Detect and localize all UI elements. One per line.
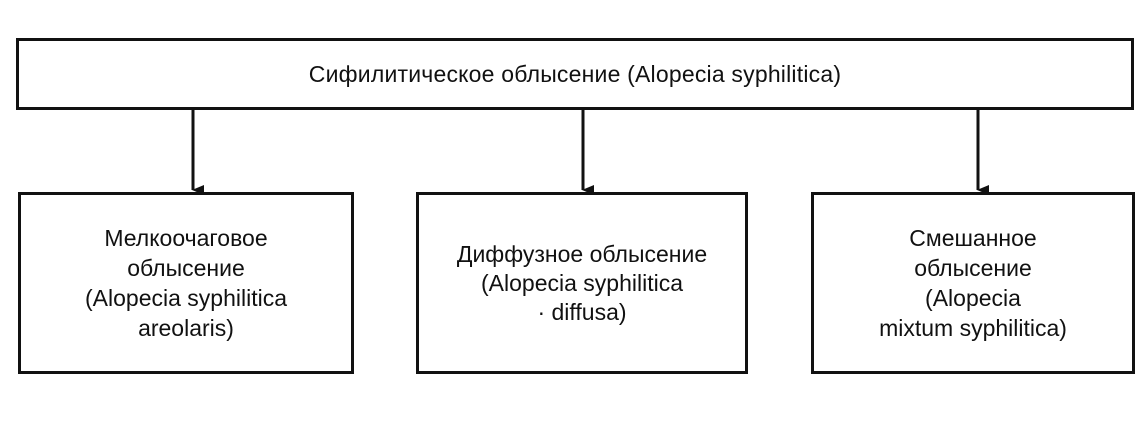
child-node-box-areolaris: Мелкоочаговое облысение (Alopecia syphil… [18, 192, 354, 374]
child-node-line: (Alopecia syphilitica [85, 285, 287, 311]
root-node-label: Сифилитическое облысение (Alopecia syphi… [308, 60, 842, 87]
child-node-line: mixtum syphilitica) [879, 315, 1067, 341]
child-node-line: · diffusa) [537, 298, 627, 325]
child-node-line: Диффузное облысение [456, 240, 708, 267]
child-node-line: облысение [914, 255, 1032, 281]
child-node-line: (Alopecia [925, 285, 1021, 311]
child-node-line: облысение [127, 255, 245, 281]
child-node-line: Смешанное [909, 225, 1037, 251]
child-node-line: areolaris) [138, 315, 234, 341]
child-node-line: (Alopecia syphilitica [481, 269, 683, 296]
child-node-line: Мелкоочаговое [104, 225, 268, 251]
child-node-box-diffusa: Диффузное облысение (Alopecia syphilitic… [416, 192, 748, 374]
child-node-box-mixtum: Смешанное облысение (Alopecia mixtum syp… [811, 192, 1135, 374]
root-node-box: Сифилитическое облысение (Alopecia syphi… [16, 38, 1134, 110]
